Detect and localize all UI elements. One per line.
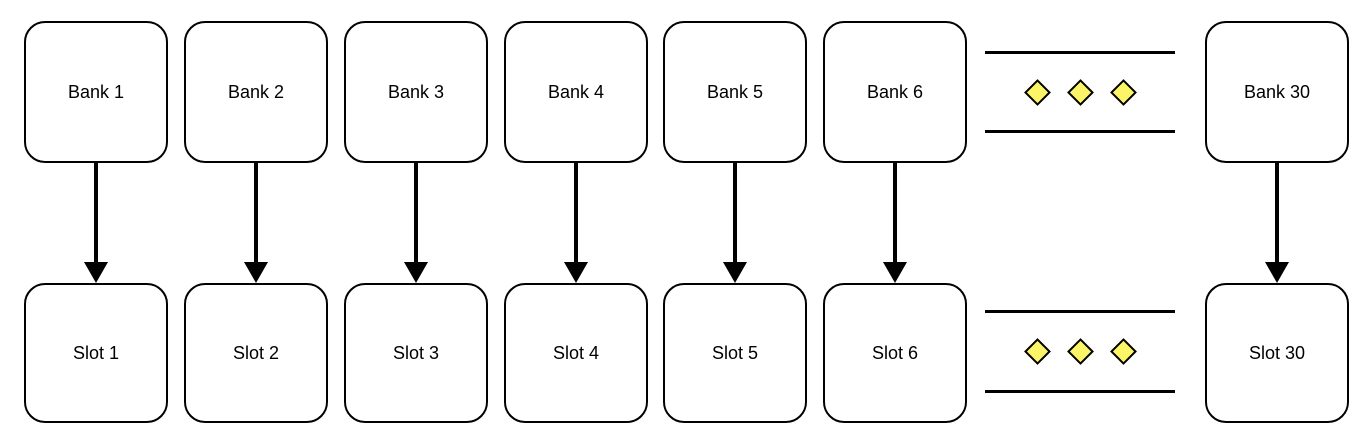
slot-node-3: Slot 3 (344, 283, 488, 423)
column-2: Bank 2 Slot 2 (184, 21, 328, 423)
diamond-icon (1109, 78, 1137, 106)
diamond-icon (1066, 338, 1094, 365)
ellipsis-slots (985, 310, 1175, 393)
column-3: Bank 3 Slot 3 (344, 21, 488, 423)
arrowhead-icon (1265, 262, 1289, 283)
ellipsis-diamonds (985, 78, 1175, 106)
column-30: Bank 30 Slot 30 (1205, 21, 1349, 423)
slot-node-1: Slot 1 (24, 283, 168, 423)
diamond-icon (1023, 78, 1051, 106)
slot-node-5: Slot 5 (663, 283, 807, 423)
column-1: Bank 1 Slot 1 (24, 21, 168, 423)
arrowhead-icon (723, 262, 747, 283)
arrow-shaft (893, 163, 897, 263)
bank-node-6: Bank 6 (823, 21, 967, 163)
column-5: Bank 5 Slot 5 (663, 21, 807, 423)
column-6: Bank 6 Slot 6 (823, 21, 967, 423)
arrowhead-icon (564, 262, 588, 283)
slot-node-6: Slot 6 (823, 283, 967, 423)
arrow-down-2 (184, 163, 328, 283)
ellipsis-banks (985, 51, 1175, 133)
ellipsis-bottom-line (985, 390, 1175, 393)
bank-node-2: Bank 2 (184, 21, 328, 163)
ellipsis-top-line (985, 51, 1175, 54)
ellipsis-top-line (985, 310, 1175, 313)
arrow-down-1 (24, 163, 168, 283)
arrowhead-icon (84, 262, 108, 283)
arrowhead-icon (244, 262, 268, 283)
arrow-shaft (574, 163, 578, 263)
diamond-icon (1066, 78, 1094, 106)
bank-node-4: Bank 4 (504, 21, 648, 163)
arrow-down-6 (823, 163, 967, 283)
column-4: Bank 4 Slot 4 (504, 21, 648, 423)
diamond-icon (1023, 338, 1051, 365)
arrow-shaft (254, 163, 258, 263)
arrow-shaft (94, 163, 98, 263)
arrow-down-5 (663, 163, 807, 283)
slot-node-4: Slot 4 (504, 283, 648, 423)
arrow-shaft (1275, 163, 1279, 263)
arrowhead-icon (404, 262, 428, 283)
slot-node-2: Slot 2 (184, 283, 328, 423)
bank-node-3: Bank 3 (344, 21, 488, 163)
arrow-down-4 (504, 163, 648, 283)
slot-node-30: Slot 30 (1205, 283, 1349, 423)
bank-node-30: Bank 30 (1205, 21, 1349, 163)
diamond-icon (1109, 338, 1137, 365)
ellipsis-bottom-line (985, 130, 1175, 133)
bank-node-5: Bank 5 (663, 21, 807, 163)
arrow-down-3 (344, 163, 488, 283)
ellipsis-diamonds (985, 338, 1175, 365)
arrow-shaft (733, 163, 737, 263)
bank-node-1: Bank 1 (24, 21, 168, 163)
arrow-shaft (414, 163, 418, 263)
arrow-down-30 (1205, 163, 1349, 283)
arrowhead-icon (883, 262, 907, 283)
